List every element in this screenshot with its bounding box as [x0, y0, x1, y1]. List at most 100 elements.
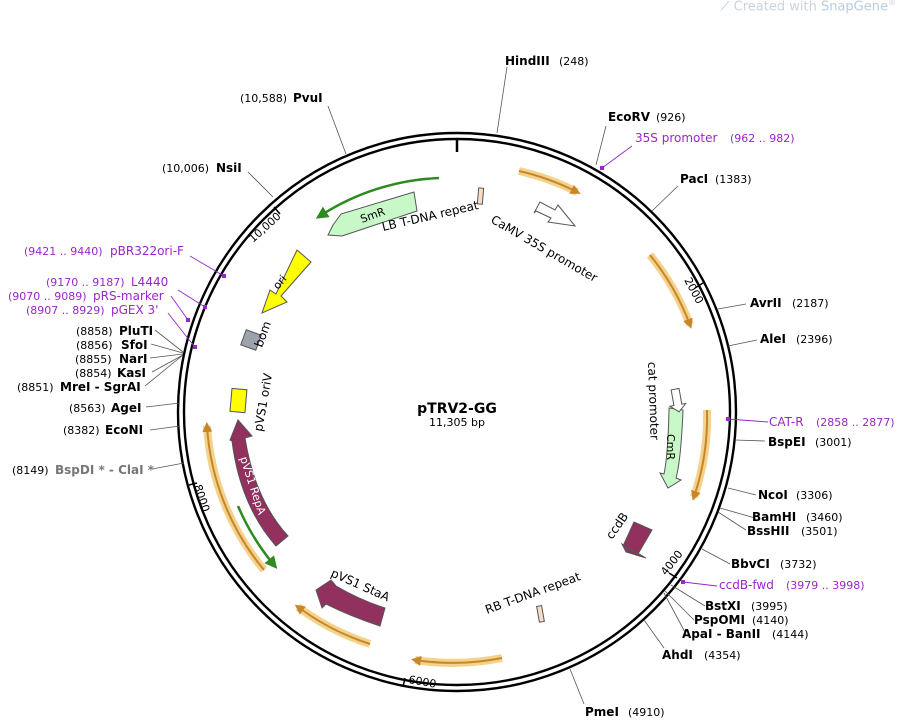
watermark-suffix: ®: [888, 0, 896, 7]
enzyme-pvui-pos: (10,588): [240, 92, 287, 105]
enzyme-ecorv-pos: (926): [656, 111, 686, 124]
enzyme-apai-banii-pos: (4144): [772, 628, 809, 641]
primer-catr-range: (2858 .. 2877): [816, 416, 895, 429]
feature-rb-tdna-label: RB T-DNA repeat: [483, 569, 582, 617]
misc-arc-4: [411, 655, 503, 666]
feature-cat-promoter-label: cat promoter: [645, 362, 662, 441]
enzyme-bspdi-clai-name: BspDI * - ClaI *: [55, 463, 155, 477]
misc-arc-3: [691, 409, 709, 501]
primer-leaders: [167, 145, 769, 587]
tick-6000: [402, 677, 406, 688]
feature-pvs1-staa-arrow: [315, 579, 386, 627]
enzyme-kasi-pos: (8854): [75, 367, 112, 380]
enzyme-bstxi-pos: (3995): [751, 600, 788, 613]
tick-label-6000: 6000: [407, 673, 437, 691]
feature-pvs1-repa-arrow: [229, 419, 289, 547]
green-arc-repa: [236, 505, 278, 569]
backbone-outer-strand: [176, 131, 738, 693]
enzyme-bsshii-name: BssHII: [747, 524, 789, 538]
scale-ticks: 2000 4000 6000 8000 10,000: [188, 206, 706, 691]
watermark-leaf-icon: ⟋: [720, 0, 730, 15]
enzyme-ahdi-name: AhdI: [662, 648, 693, 662]
enzyme-labels-right: HindIII (248) EcoRV (926) PacI (1383) Av…: [505, 54, 852, 719]
enzyme-hindiii-pos: (248): [559, 55, 589, 68]
enzyme-bspei-pos: (3001): [815, 436, 852, 449]
enzyme-paci-pos: (1383): [715, 173, 752, 186]
enzyme-bbvci-pos: (3732): [780, 558, 817, 571]
enzyme-pmei-pos: (4910): [628, 706, 665, 719]
enzyme-pluti-pos: (8858): [76, 325, 113, 338]
enzyme-ahdi-pos: (4354): [704, 649, 741, 662]
enzyme-avrii-name: AvrII: [750, 296, 782, 310]
enzyme-econi-pos: (8382): [63, 424, 100, 437]
tick-2000: [694, 282, 704, 289]
enzyme-leaders: [144, 66, 766, 705]
primer-pgex3-name: pGEX 3': [111, 303, 158, 317]
misc-arc-1: [518, 170, 581, 194]
enzyme-ecorv-name: EcoRV: [608, 110, 651, 124]
enzyme-nsii-pos: (10,006): [162, 162, 209, 175]
enzyme-bspei-name: BspEI: [768, 435, 806, 449]
feature-bom-label: bom: [252, 319, 274, 349]
enzyme-apai-banii-name: ApaI - BanII: [682, 627, 761, 641]
enzyme-paci-name: PacI: [680, 172, 708, 186]
snapgene-watermark: ⟋ Created with SnapGene®: [720, 0, 896, 14]
primer-ticks: [186, 166, 730, 584]
feature-smr-arrow: [327, 191, 418, 237]
primer-ccdbfwd-name: ccdB-fwd: [719, 578, 774, 592]
primer-prsmarker-name: pRS-marker: [93, 289, 164, 303]
enzyme-bsshii-pos: (3501): [801, 525, 838, 538]
enzyme-sfoi-name: SfoI: [121, 338, 148, 352]
enzyme-pmei-name: PmeI: [585, 705, 619, 719]
enzyme-pspomi-name: PspOMI: [694, 613, 745, 627]
primer-catr-name: CAT-R: [769, 415, 804, 429]
feature-lb-tdna-box: [476, 187, 485, 205]
enzyme-kasi-name: KasI: [117, 366, 146, 380]
feature-ori-arrow: [261, 249, 312, 314]
enzyme-ncoi-name: NcoI: [758, 488, 788, 502]
feature-cat-promoter-arrow: [668, 387, 687, 413]
enzyme-alei-pos: (2396): [796, 333, 833, 346]
enzyme-avrii-pos: (2187): [792, 297, 829, 310]
enzyme-labels-left: (8149) BspDI * - ClaI * (8382) EcoNI (85…: [12, 91, 323, 477]
feature-rb-tdna-box: [536, 605, 545, 623]
tick-label-10000: 10,000: [246, 210, 283, 245]
enzyme-bbvci-name: BbvCI: [731, 557, 770, 571]
enzyme-agei-name: AgeI: [111, 401, 141, 415]
misc-arc-5: [294, 604, 371, 645]
primer-35s-name: 35S promoter: [635, 131, 717, 145]
primer-ccdbfwd-range: (3979 .. 3998): [786, 579, 865, 592]
enzyme-bstxi-name: BstXI: [705, 599, 741, 613]
feature-cmr-label: CmR: [664, 434, 677, 460]
enzyme-bamhi-name: BamHI: [752, 510, 796, 524]
tick-4000: [668, 572, 678, 579]
enzyme-agei-pos: (8563): [69, 402, 106, 415]
plasmid-name: pTRV2-GG: [417, 401, 497, 417]
primer-35s-range: (962 .. 982): [730, 132, 795, 145]
watermark-brand: SnapGene: [820, 0, 888, 15]
feature-camv35s-label: CaMV 35S promoter: [489, 212, 600, 284]
primer-labels: 35S promoter (962 .. 982) CAT-R (2858 ..…: [8, 131, 895, 592]
enzyme-pvui-name: PvuI: [293, 91, 323, 105]
plasmid-length: 11,305 bp: [429, 416, 485, 429]
feature-cmr-arrow: [659, 407, 684, 489]
backbone: [176, 131, 738, 693]
enzyme-pspomi-pos: (4140): [752, 614, 789, 627]
tick-8000: [188, 482, 198, 486]
enzyme-mrei-sgrai-name: MreI - SgrAI: [60, 380, 141, 394]
feature-pvs1-oriv-label: pVS1 oriV: [251, 371, 275, 432]
enzyme-sfoi-pos: (8856): [76, 339, 113, 352]
enzyme-bamhi-pos: (3460): [806, 511, 843, 524]
tick-label-4000: 4000: [658, 548, 685, 578]
primer-pbr322-range: (9421 .. 9440): [24, 245, 103, 258]
misc-feature-arcs: [202, 167, 712, 667]
enzyme-nari-pos: (8855): [75, 353, 112, 366]
primer-l4440-range: (9170 .. 9187): [46, 276, 125, 289]
misc-arc-6: [202, 422, 265, 571]
primer-prsmarker-range: (9070 .. 9089): [8, 290, 87, 303]
enzyme-nari-name: NarI: [119, 352, 148, 366]
primer-pbr322-name: pBR322ori-F: [110, 244, 184, 258]
feature-bom-box: [240, 329, 262, 351]
green-arc-smr: [315, 176, 440, 219]
primer-pgex3-range: (8907 .. 8929): [26, 304, 105, 317]
